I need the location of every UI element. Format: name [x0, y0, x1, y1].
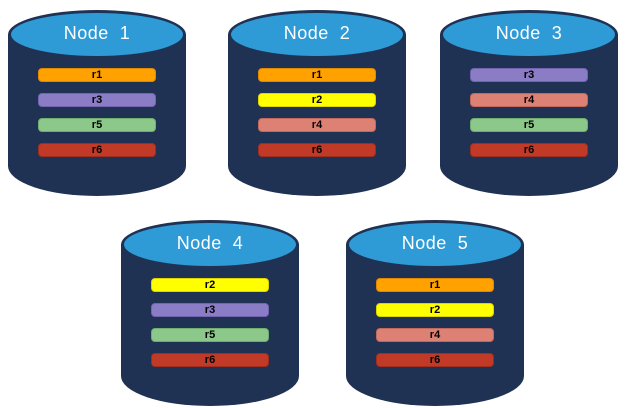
replica-bar-r4: r4: [258, 118, 376, 132]
cylinder-top-ellipse: Node 3: [440, 10, 618, 59]
cylinder-body: [346, 244, 524, 406]
replica-label: r3: [204, 303, 216, 316]
replica-label: r6: [311, 143, 323, 156]
node-label: Node 1: [63, 23, 131, 43]
database-node: Node 5 r1 r2 r4 r6: [346, 220, 524, 406]
cylinder-top-ellipse: Node 2: [228, 10, 406, 59]
replica-label: r4: [429, 328, 441, 341]
node-label: Node 3: [495, 23, 563, 43]
cylinder-body: [440, 34, 618, 196]
replica-bar-r3: r3: [470, 68, 588, 82]
replica-label: r6: [429, 353, 441, 366]
replica-bars-container: r3 r4 r5 r6: [440, 68, 618, 157]
database-node: Node 1 r1 r3 r5 r6: [8, 10, 186, 196]
replica-bars-container: r1 r3 r5 r6: [8, 68, 186, 157]
replica-label: r3: [523, 68, 535, 81]
replica-bar-r4: r4: [376, 328, 494, 342]
replica-bar-r5: r5: [38, 118, 156, 132]
replica-label: r1: [311, 68, 323, 81]
replica-label: r1: [429, 278, 441, 291]
replica-label: r6: [523, 143, 535, 156]
replica-bar-r6: r6: [376, 353, 494, 367]
replica-bar-r2: r2: [376, 303, 494, 317]
replica-bars-container: r1 r2 r4 r6: [228, 68, 406, 157]
replica-label: r6: [91, 143, 103, 156]
cylinder-body: [121, 244, 299, 406]
replica-bar-r2: r2: [151, 278, 269, 292]
replica-bar-r6: r6: [470, 143, 588, 157]
replica-bar-r3: r3: [151, 303, 269, 317]
replica-bar-r5: r5: [151, 328, 269, 342]
cylinder-body: [228, 34, 406, 196]
replica-bar-r3: r3: [38, 93, 156, 107]
replica-label: r2: [311, 93, 323, 106]
cylinder-body: [8, 34, 186, 196]
database-node: Node 4 r2 r3 r5 r6: [121, 220, 299, 406]
replica-bar-r1: r1: [376, 278, 494, 292]
replica-label: r2: [204, 278, 216, 291]
replica-label: r5: [204, 328, 216, 341]
replica-label: r5: [91, 118, 103, 131]
replica-bar-r5: r5: [470, 118, 588, 132]
replica-label: r6: [204, 353, 216, 366]
cylinder-top-ellipse: Node 4: [121, 220, 299, 269]
database-node: Node 3 r3 r4 r5 r6: [440, 10, 618, 196]
node-label: Node 4: [176, 233, 244, 253]
replica-bar-r6: r6: [38, 143, 156, 157]
cylinder-top-ellipse: Node 1: [8, 10, 186, 59]
cylinder-top-ellipse: Node 5: [346, 220, 524, 269]
replica-bar-r4: r4: [470, 93, 588, 107]
replica-label: r1: [91, 68, 103, 81]
replica-label: r4: [311, 118, 323, 131]
replica-bar-r6: r6: [151, 353, 269, 367]
replica-label: r2: [429, 303, 441, 316]
node-label: Node 2: [283, 23, 351, 43]
replica-bars-container: r2 r3 r5 r6: [121, 278, 299, 367]
replica-bar-r1: r1: [258, 68, 376, 82]
replica-label: r5: [523, 118, 535, 131]
replica-bars-container: r1 r2 r4 r6: [346, 278, 524, 367]
replica-bar-r6: r6: [258, 143, 376, 157]
database-node: Node 2 r1 r2 r4 r6: [228, 10, 406, 196]
replica-bar-r2: r2: [258, 93, 376, 107]
replica-label: r3: [91, 93, 103, 106]
replica-bar-r1: r1: [38, 68, 156, 82]
node-label: Node 5: [401, 233, 469, 253]
replica-label: r4: [523, 93, 535, 106]
